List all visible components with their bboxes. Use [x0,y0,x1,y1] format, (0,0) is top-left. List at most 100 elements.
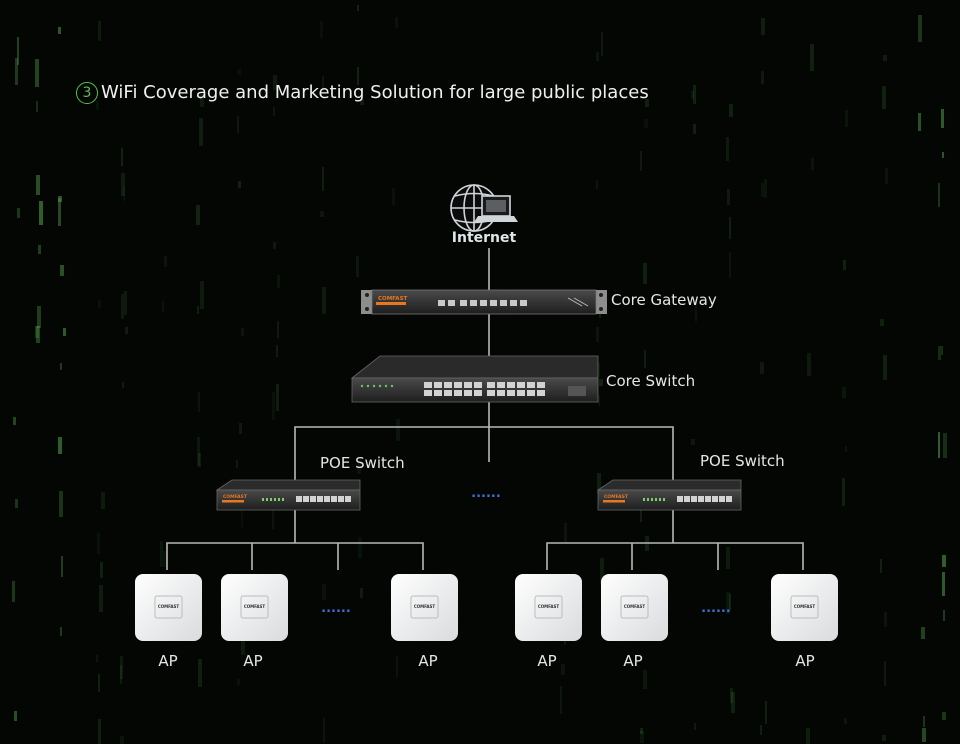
matrix-streak [14,711,17,721]
switch-port [537,382,545,388]
core-switch-leds [360,384,394,388]
ap-brand-text: COMFAST [624,604,646,609]
matrix-streak [729,594,731,610]
switch-port [454,390,462,396]
ap-device [135,574,202,641]
laptop-icon [474,195,518,222]
switch-port [424,390,432,396]
matrix-streak [96,101,99,110]
matrix-streak [730,688,733,703]
switch-port [517,382,525,388]
matrix-streak [596,180,598,189]
matrix-streak [37,306,41,328]
matrix-streak [644,350,646,368]
poe-left-brand-text: COMFAST [223,494,248,500]
matrix-streak [239,423,242,434]
switch-port [537,390,545,396]
matrix-streak [272,392,275,420]
matrix-streak [729,217,731,239]
matrix-streak [726,137,729,161]
ap-brand-text: COMFAST [794,604,816,609]
matrix-streak [807,353,811,376]
matrix-streak [695,300,697,321]
matrix-streak [120,665,122,684]
matrix-streak [941,109,944,128]
matrix-streak [58,196,62,202]
matrix-streak [320,21,323,38]
matrix-streak [38,245,41,254]
switch-port [487,390,495,396]
matrix-streak [600,558,604,584]
matrix-streak [277,275,280,288]
matrix-streak [98,719,101,744]
matrix-streak [272,507,274,529]
matrix-streak [241,328,244,336]
matrix-streak [599,379,603,386]
matrix-streak [885,168,888,184]
ap-brand-text: COMFAST [414,604,436,609]
matrix-streak [596,327,599,342]
matrix-streak [162,301,164,312]
matrix-streak [726,547,730,569]
matrix-streak [882,735,886,741]
matrix-streak [35,59,39,87]
matrix-streak [883,355,887,380]
matrix-streak [237,679,240,685]
core-switch-ports [424,382,545,396]
matrix-streak [761,71,764,84]
matrix-streak [197,306,199,314]
matrix-streak [810,44,814,71]
ap-bus-right [546,542,804,570]
matrix-streak [36,326,40,343]
matrix-streak [392,188,395,205]
matrix-streak [760,725,762,735]
poe-right-brand-text: COMFAST [604,494,629,500]
matrix-streak [241,498,243,527]
ap-device [515,574,582,641]
matrix-streak [59,491,63,517]
matrix-streak [918,113,921,131]
matrix-streak [39,201,43,225]
matrix-streak [96,655,98,662]
matrix-streak [842,478,845,506]
matrix-streak [396,419,400,441]
matrix-streak [236,460,238,468]
matrix-streak [58,437,62,454]
matrix-streak [395,17,398,28]
matrix-streak [164,256,167,267]
poe-switch-left-label: POE Switch [320,454,405,472]
link-coreswitch-poe [294,426,674,480]
matrix-streak [761,183,764,197]
matrix-streak [643,670,647,689]
matrix-streak [880,559,882,573]
matrix-streak [98,300,101,308]
matrix-streak [238,181,241,188]
matrix-streak [320,211,324,217]
matrix-streak [884,661,886,686]
switch-port [527,382,535,388]
matrix-streak [35,326,39,338]
switch-port [527,390,535,396]
matrix-streak [643,263,647,284]
core-switch-label: Core Switch [606,372,696,390]
matrix-streak [640,151,642,171]
matrix-streak [160,541,163,567]
ellipsis-ap-left: ...... [321,601,351,616]
matrix-streak [36,101,38,112]
matrix-streak [691,91,694,99]
matrix-streak [943,433,947,458]
step-number-badge: 3 [76,82,98,104]
matrix-streak [564,523,567,542]
matrix-streak [942,572,945,596]
matrix-streak [322,76,324,92]
matrix-streak [273,75,277,90]
matrix-streak [884,612,887,627]
ap-device [771,574,838,641]
matrix-streak [921,627,925,639]
switch-port [424,382,432,388]
matrix-streak [276,384,279,411]
connection-lines [166,248,804,570]
matrix-streak [942,712,946,720]
